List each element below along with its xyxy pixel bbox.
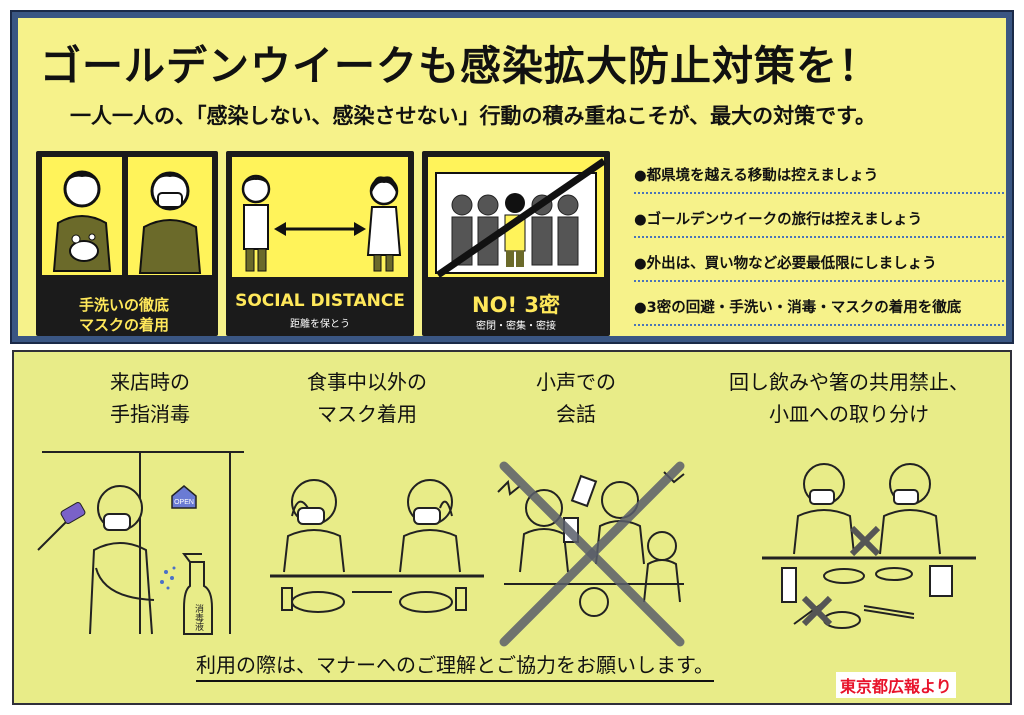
no-sharing-illustration <box>762 463 976 629</box>
tile-no-three-c-caption: NO! 3密 <box>472 293 560 317</box>
scene-title-mask: 食事中以外の マスク着用 <box>282 366 452 430</box>
top-poster: ゴールデンウイークも感染拡大防止対策を！ 一人一人の、「感染しない、感染させない… <box>12 12 1012 342</box>
scene-title-line: 回し飲みや箸の共用禁止、 <box>729 370 969 394</box>
mask-wearing-illustration <box>270 479 484 613</box>
tile-no-three-c-sub: 密閉・密集・密接 <box>476 321 556 332</box>
scene-title-no-sharing: 回し飲みや箸の共用禁止、 小皿への取り分け <box>704 366 994 430</box>
tile-social-distance: SOCIAL DISTANCE 距離を保とう <box>226 151 414 336</box>
social-distance-icon <box>241 174 402 272</box>
scene-title-line: 小声での <box>536 370 616 394</box>
main-headline: ゴールデンウイークも感染拡大防止対策を！ <box>40 42 880 90</box>
bullet-item: ●3密の回避・手洗い・消毒・マスクの着用を徹底 <box>634 286 1004 326</box>
tile-handwash-caption-1: 手洗いの徹底 <box>78 296 169 314</box>
tile-social-distance-caption: SOCIAL DISTANCE <box>235 291 405 311</box>
scene-title-line: 会話 <box>556 402 596 426</box>
scene-title-line: 来店時の <box>110 370 190 394</box>
quiet-talk-illustration <box>497 461 685 647</box>
bottom-poster: 来店時の 手指消毒 食事中以外の マスク着用 小声での 会話 回し飲みや箸の共用… <box>12 350 1012 705</box>
scene-title-line: マスク着用 <box>317 402 417 426</box>
sanitizer-label: 消毒液 <box>193 603 204 632</box>
bullet-item: ●都県境を越える移動は控えましょう <box>634 154 1004 194</box>
scene-title-line: 食事中以外の <box>307 370 427 394</box>
scene-title-quiet: 小声での 会話 <box>516 366 636 430</box>
tile-handwash-mask: 手洗いの徹底 マスクの着用 <box>36 151 218 336</box>
bullet-item: ●外出は、買い物など必要最低限にしましょう <box>634 242 1004 282</box>
source-credit: 東京都広報より <box>836 672 956 698</box>
scene-title-line: 手指消毒 <box>110 402 190 426</box>
footer-message: 利用の際は、マナーへのご理解とご協力をお願いします。 <box>196 649 714 682</box>
tile-social-distance-sub: 距離を保とう <box>290 319 350 330</box>
handwash-mask-icon <box>52 170 202 274</box>
sub-headline: 一人一人の、「感染しない、感染させない」行動の積み重ねこそが、最大の対策です。 <box>70 104 876 128</box>
hand-sanitize-illustration: OPEN 消毒液 <box>37 451 244 635</box>
bullet-item: ●ゴールデンウイークの旅行は控えましょう <box>634 198 1004 238</box>
tile-handwash-caption-2: マスクの着用 <box>78 316 169 334</box>
scene-title-sanitize: 来店時の 手指消毒 <box>80 366 220 430</box>
tile-no-three-c: NO! 3密 密閉・密集・密接 <box>422 151 610 336</box>
scene-title-line: 小皿への取り分け <box>769 402 929 426</box>
no-three-c-icon <box>435 158 606 278</box>
open-sign-text: OPEN <box>174 499 194 506</box>
